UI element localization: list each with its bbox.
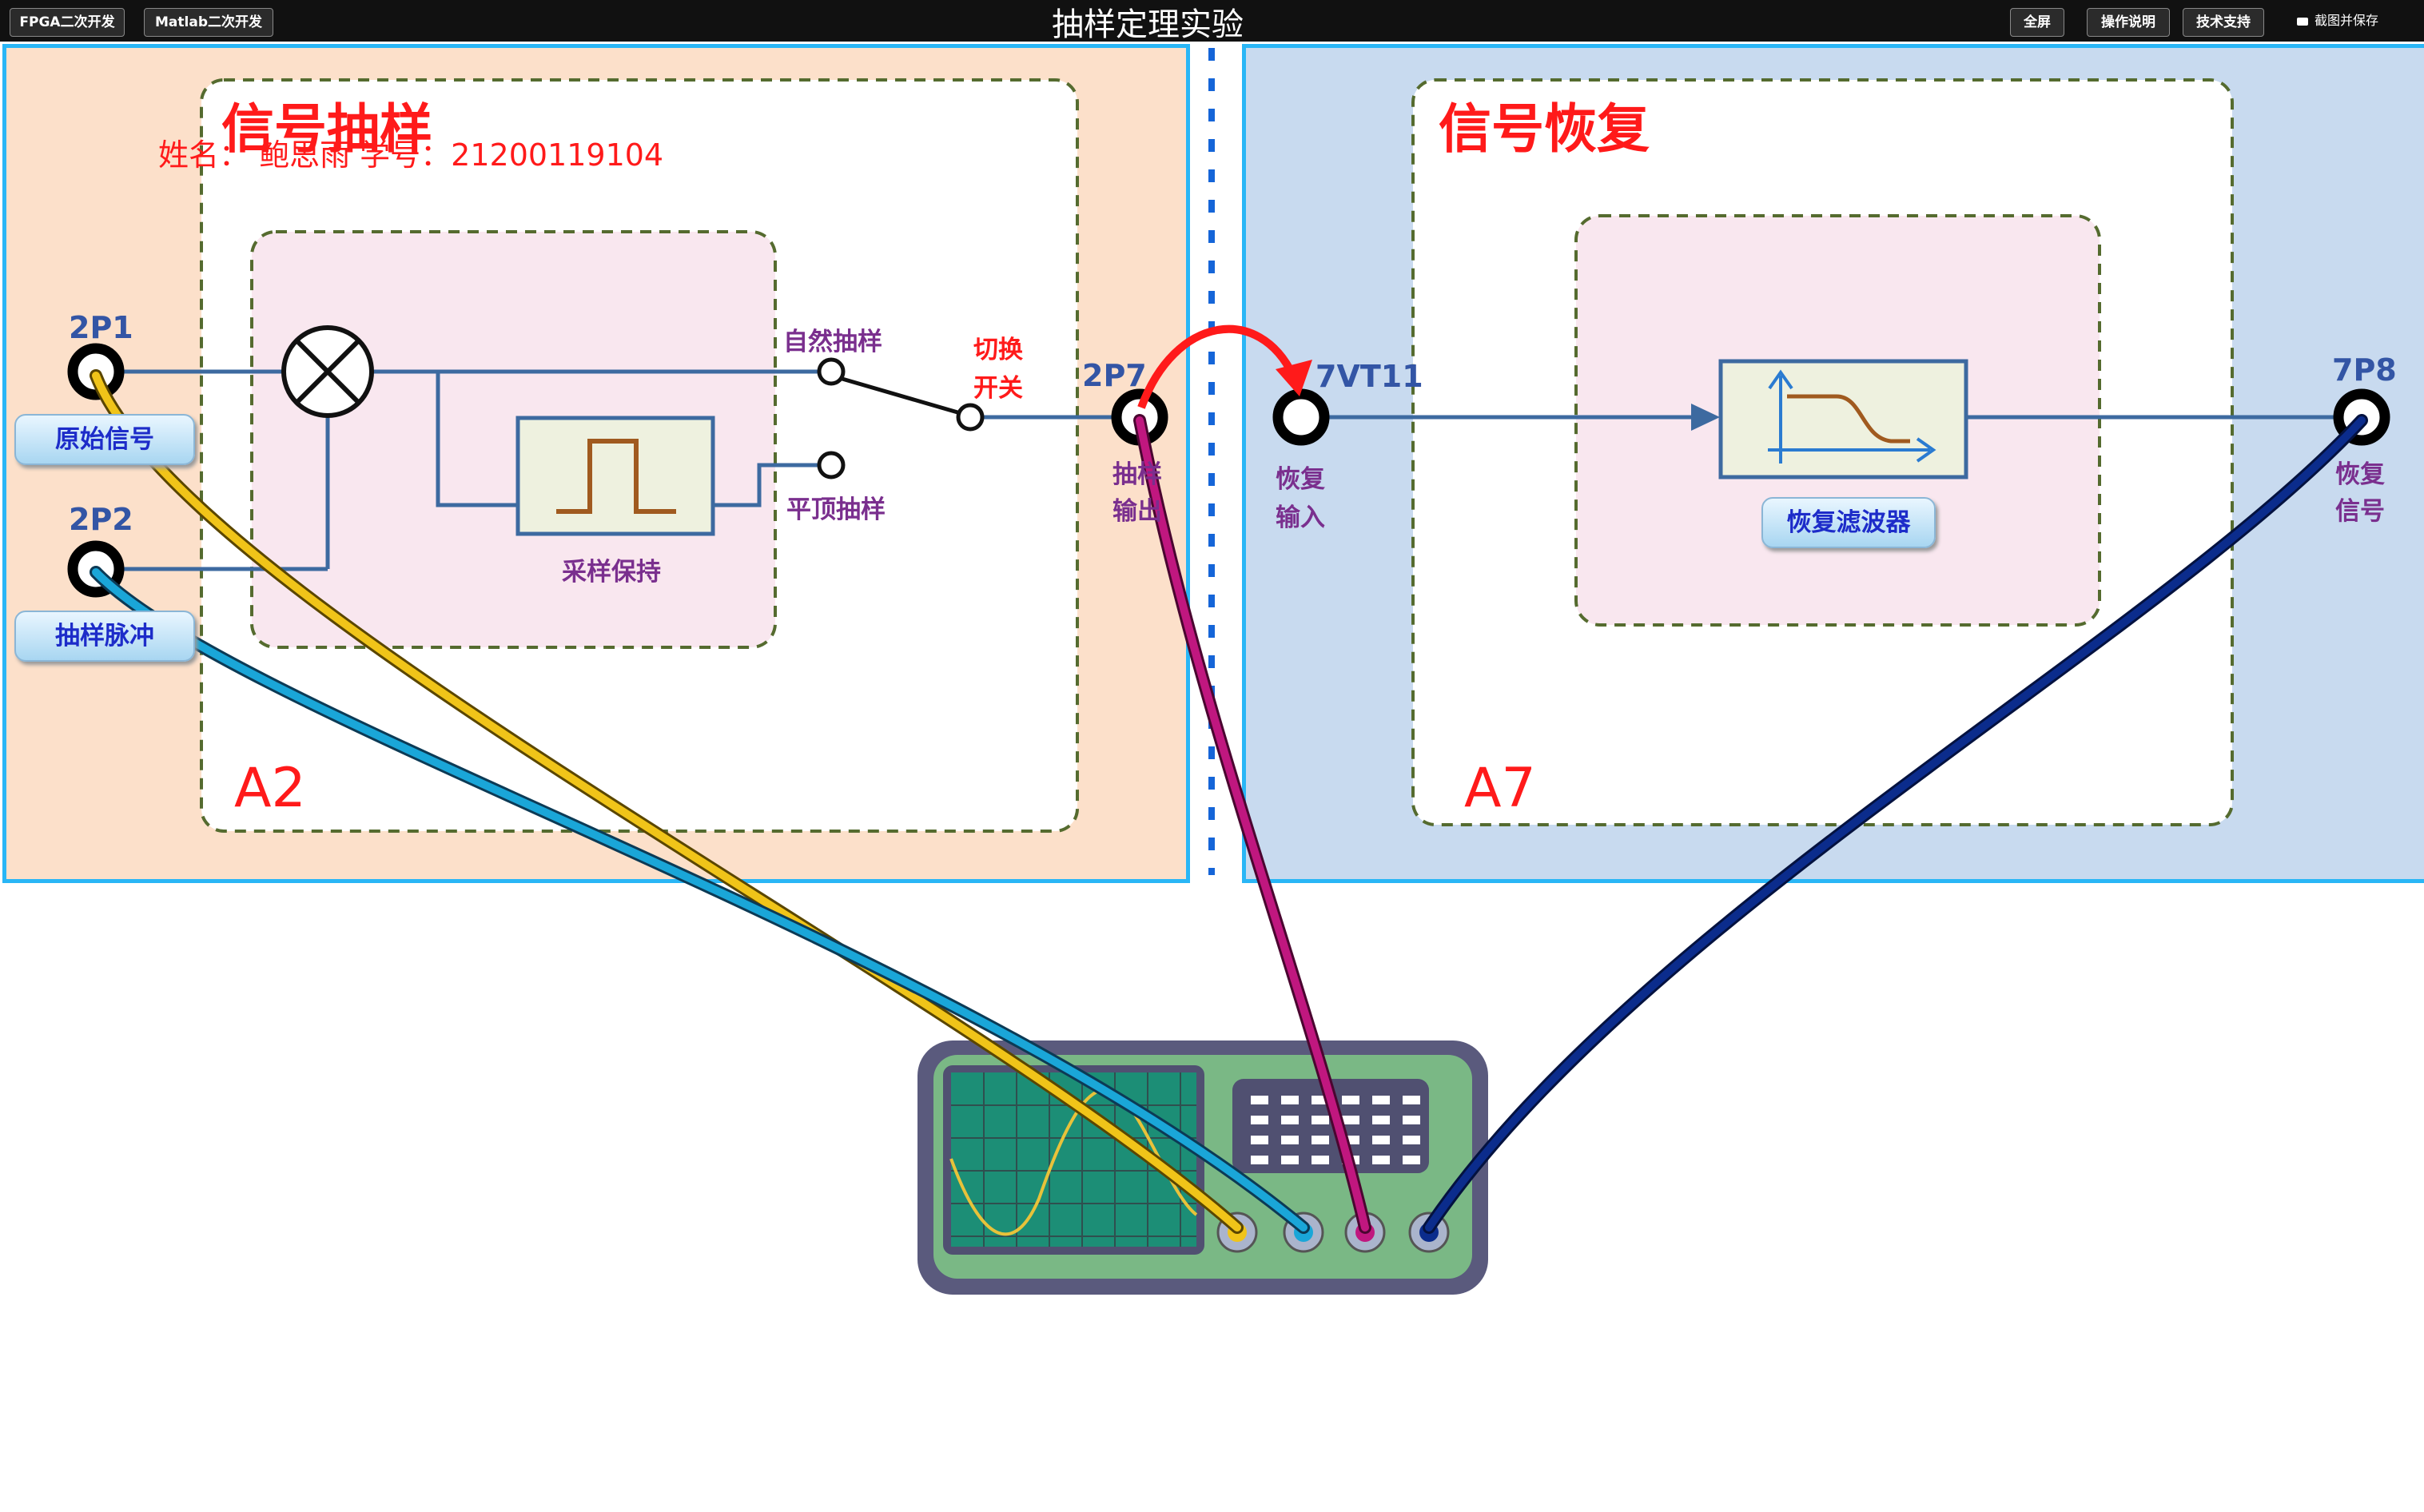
- flat-top-sampling-label: 平顶抽样: [786, 495, 886, 524]
- flat-top-sampling-contact: [817, 451, 846, 479]
- recovery-title: 信号恢复: [1439, 98, 1650, 160]
- port-2p1-label: 2P1: [69, 310, 133, 345]
- port-7p8-label: 7P8: [2332, 352, 2397, 388]
- support-button[interactable]: 技术支持: [2183, 8, 2264, 37]
- original-signal-tag: 原始信号: [14, 414, 195, 465]
- recovery-signal-label-line2: 信号: [2335, 497, 2385, 526]
- port-2p7-label: 2P7: [1082, 358, 1147, 393]
- cable-cyan: [92, 568, 1308, 1231]
- port-2p2-label: 2P2: [69, 502, 133, 537]
- sampling-pulse-tag: 抽样脉冲: [14, 611, 195, 662]
- switch-common-contact: [956, 403, 985, 432]
- natural-sampling-label: 自然抽样: [783, 328, 882, 356]
- matlab-dev-button[interactable]: Matlab二次开发: [144, 8, 273, 37]
- recovery-input-label-line2: 输入: [1276, 503, 1325, 532]
- recovery-filter-box: [1718, 359, 1968, 479]
- recovery-module-id: A7: [1464, 757, 1536, 820]
- cable-magenta: [1136, 416, 1369, 1231]
- recovery-input-label-line1: 恢复: [1276, 465, 1325, 494]
- recovery-arrow-icon: [1691, 404, 1720, 431]
- connection-arrow-icon: [1276, 360, 1312, 396]
- student-info: 姓名： 鲍思雨 学号：21200119104: [158, 137, 664, 173]
- cable-yellow: [92, 372, 1241, 1231]
- recovery-signal-label-line1: 恢复: [2335, 460, 2385, 489]
- page-title: 抽样定理实验: [1052, 6, 1244, 43]
- fullscreen-button[interactable]: 全屏: [2010, 8, 2064, 37]
- oscilloscope: [917, 1040, 1488, 1295]
- screenshot-save-label: 截图并保存: [2315, 13, 2379, 28]
- help-button[interactable]: 操作说明: [2087, 8, 2170, 37]
- switch-lever: [830, 373, 969, 418]
- switch-label-line2: 开关: [973, 374, 1023, 403]
- pulse-icon: [556, 439, 676, 514]
- sampling-module-id: A2: [234, 757, 306, 820]
- switch-label-line1: 切换: [973, 336, 1023, 364]
- sample-hold-label: 采样保持: [562, 558, 661, 587]
- lowpass-icon: [1768, 369, 1936, 464]
- top-bar: FPGA二次开发 Matlab二次开发 抽样定理实验 全屏 操作说明 技术支持 …: [0, 0, 2424, 43]
- fpga-dev-button[interactable]: FPGA二次开发: [10, 8, 125, 37]
- recovery-filter-tag: 恢复滤波器: [1761, 497, 1936, 548]
- sampling-title: 信号抽样: [221, 98, 432, 160]
- port-7vt11-label: 7VT11: [1315, 359, 1423, 394]
- camera-icon: [2297, 17, 2308, 26]
- cable-navy: [1425, 416, 2366, 1231]
- port-7vt11[interactable]: [1272, 388, 1330, 446]
- connection-arc: [1137, 324, 1297, 409]
- sampling-inner-area: [250, 230, 777, 649]
- sample-output-label-line2: 输出: [1112, 497, 1162, 526]
- screenshot-save-button[interactable]: 截图并保存: [2297, 10, 2378, 29]
- sample-output-label-line1: 抽样: [1112, 460, 1162, 489]
- sampling-wiring: [96, 369, 1135, 571]
- sample-hold-box: [515, 416, 715, 536]
- natural-sampling-contact: [817, 357, 846, 386]
